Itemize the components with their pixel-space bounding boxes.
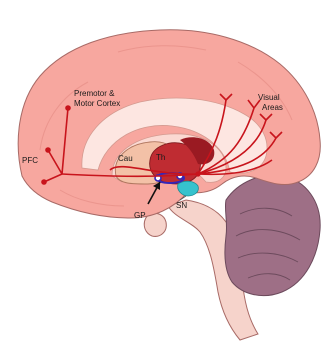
label-th: Th [156,153,165,162]
label-pfc: PFC [22,156,38,165]
cerebellum [225,175,320,296]
label-sn: SN [176,201,187,210]
label-premotor-line2: Motor Cortex [74,99,120,108]
label-cau: Cau [118,154,133,163]
pfc-node-bottom [41,179,47,185]
label-visual-line2: Areas [262,103,283,112]
label-gp: GP [134,211,146,220]
label-visual-line1: Visual [258,93,280,102]
pituitary [144,213,166,236]
pathway-hub [195,171,200,176]
label-premotor-line1: Premotor & [74,89,115,98]
premotor-node [65,105,71,111]
pfc-node-top [45,147,51,153]
